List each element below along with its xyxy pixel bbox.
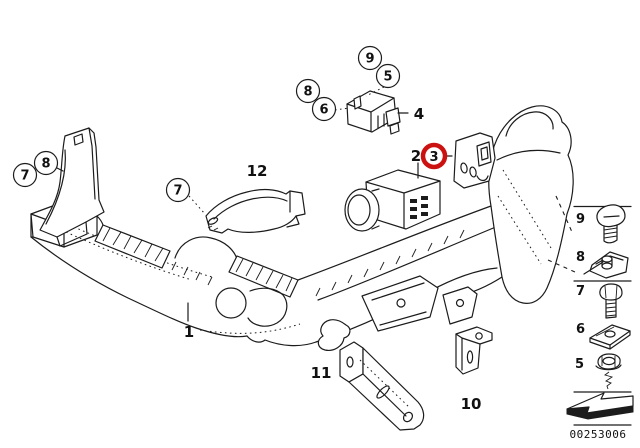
part-10-l-bracket-drawing: [455, 326, 493, 375]
svg-text:9[interactable]: 9: [365, 52, 374, 67]
callout-8-left[interactable]: 8: [33, 150, 59, 176]
svg-text:5[interactable]: 5: [383, 70, 392, 85]
legend-item-8[interactable]: 8: [576, 250, 629, 279]
legend-item-6[interactable]: 6: [576, 322, 631, 350]
speed-nut-clip-icon: [589, 324, 631, 350]
part-1-headlight-carrier-drawing: [30, 105, 576, 351]
svg-text:9: 9: [576, 212, 585, 227]
svg-text:6: 6: [576, 322, 585, 337]
svg-text:7[interactable]: 7: [173, 184, 182, 199]
part-4-clip-bracket-drawing: [346, 90, 401, 135]
part-3-bracket-plate-drawing: [453, 132, 496, 189]
plain-labels: 12 4 2 1 11 10: [184, 105, 482, 413]
dome-head-screw-icon: [596, 204, 626, 244]
legend-item-9[interactable]: 9: [576, 204, 626, 244]
part-11-strut-drawing: [339, 341, 425, 431]
callout-8-top[interactable]: 8: [295, 78, 321, 104]
label-4[interactable]: 4: [414, 105, 424, 123]
part-left-mounting-bracket-drawing: [39, 127, 105, 247]
svg-text:6[interactable]: 6: [319, 103, 328, 118]
legend-item-7[interactable]: 7: [576, 283, 623, 319]
legend-item-5[interactable]: 5: [575, 353, 622, 390]
svg-text:8: 8: [576, 250, 585, 265]
svg-text:8[interactable]: 8: [41, 157, 50, 172]
callout-9[interactable]: 9: [357, 45, 383, 71]
flange-nut-with-screw-icon: [595, 353, 622, 390]
callout-5[interactable]: 5: [375, 63, 401, 89]
cage-nut-clip-icon: [583, 251, 629, 279]
hex-bolt-icon: [599, 283, 623, 319]
svg-text:3[interactable]: 3: [429, 150, 438, 165]
part-12-curved-bracket-drawing: [205, 188, 306, 234]
svg-text:7: 7: [576, 284, 585, 299]
legend-sidebar: 9 8 7: [566, 204, 634, 441]
label-1[interactable]: 1: [184, 323, 194, 341]
callout-circles: 8 7 7 9 5 8 6 3: [12, 45, 448, 203]
part-2-actuator-drawing: [344, 169, 441, 232]
highlight-ring: [420, 142, 448, 170]
callout-7-left[interactable]: 7: [12, 162, 38, 188]
svg-text:5: 5: [575, 357, 584, 372]
diagram-code: 00253006: [570, 428, 627, 441]
callout-3-highlighted[interactable]: 3: [420, 142, 448, 170]
callout-6[interactable]: 6: [311, 96, 337, 122]
callout-7-mid[interactable]: 7: [165, 177, 191, 203]
svg-text:7[interactable]: 7: [20, 169, 29, 184]
label-12[interactable]: 12: [247, 162, 268, 180]
svg-text:8[interactable]: 8: [303, 85, 312, 100]
label-11[interactable]: 11: [311, 364, 332, 382]
front-direction-arrow-icon: [566, 392, 634, 420]
label-10[interactable]: 10: [461, 395, 482, 413]
label-2[interactable]: 2: [411, 147, 421, 165]
